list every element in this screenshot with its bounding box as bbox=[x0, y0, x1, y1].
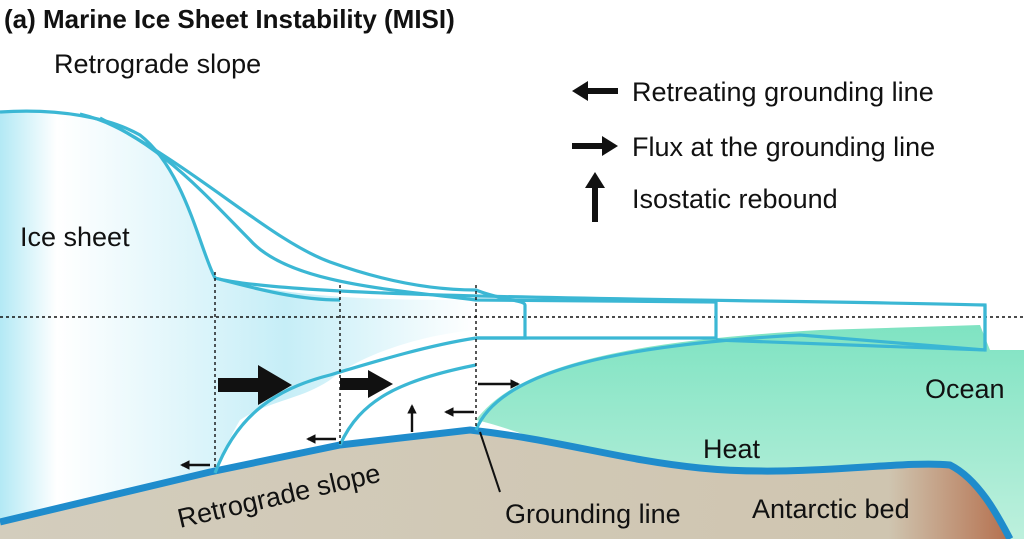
ice-base-2 bbox=[338, 363, 477, 446]
arrow-up-icon bbox=[585, 172, 605, 222]
arrow-left-icon bbox=[572, 81, 618, 101]
small-arrows bbox=[180, 379, 520, 470]
label-antarctic-bed: Antarctic bed bbox=[752, 494, 910, 524]
label-grounding-line: Grounding line bbox=[505, 499, 681, 529]
bed-line bbox=[0, 426, 1014, 539]
legend-label-rebound: Isostatic rebound bbox=[632, 184, 838, 214]
label-heat: Heat bbox=[703, 434, 761, 464]
ice-sheet-fill bbox=[0, 111, 476, 522]
ice-base-1 bbox=[213, 336, 477, 474]
ice-base-3 bbox=[474, 333, 986, 431]
flux-arrows bbox=[218, 365, 393, 405]
label-ice-sheet: Ice sheet bbox=[20, 222, 130, 252]
ice-surface-4 bbox=[214, 276, 341, 302]
diagram-subtitle: Retrograde slope bbox=[54, 49, 261, 79]
legend-label-flux: Flux at the grounding line bbox=[632, 132, 935, 162]
arrow-right-icon bbox=[572, 136, 618, 156]
grounding-markers bbox=[214, 272, 477, 470]
grounding-line-pointer bbox=[479, 431, 501, 493]
legend-icons bbox=[572, 81, 618, 222]
ice-surface-3 bbox=[99, 116, 527, 340]
label-ocean: Ocean bbox=[925, 374, 1005, 404]
flux-arrow-medium bbox=[340, 370, 393, 398]
flux-arrow-large bbox=[218, 365, 292, 405]
diagram-title: (a) Marine Ice Sheet Instability (MISI) bbox=[4, 4, 455, 34]
antarctic-bed-rock bbox=[0, 430, 1010, 539]
legend-label-retreat: Retreating grounding line bbox=[632, 77, 934, 107]
